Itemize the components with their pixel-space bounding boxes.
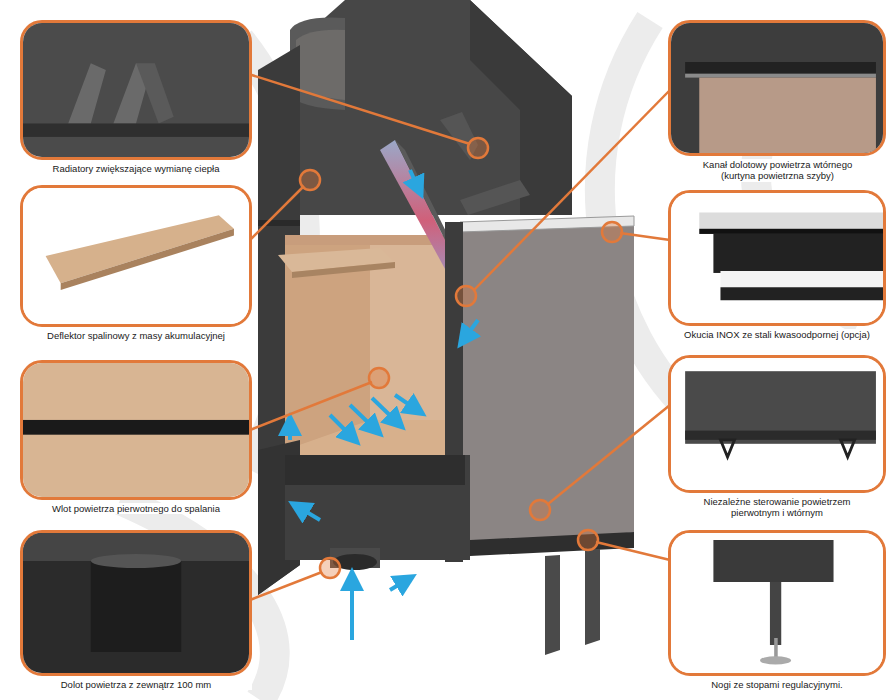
detail-callout: Nogi ze stopami regulacyjnymi. (668, 530, 886, 690)
caption: Okucia INOX ze stali kwasoodpornej (opcj… (668, 329, 886, 340)
detail-image (23, 188, 249, 324)
detail-callout: Wlot powietrza pierwotnego do spalania (20, 360, 252, 514)
detail-callout: Okucia INOX ze stali kwasoodpornej (opcj… (668, 190, 886, 340)
caption: Wlot powietrza pierwotnego do spalania (20, 503, 252, 514)
caption: Radiatory zwiększające wymianę ciepła (20, 163, 252, 174)
detail-callout: Kanał dolotowy powietrza wtórnego (kurty… (668, 20, 886, 182)
caption: Dolot powietrza z zewnątrz 100 mm (20, 679, 252, 690)
detail-frame (20, 530, 252, 676)
detail-image (671, 193, 883, 323)
detail-frame (20, 20, 252, 160)
detail-frame (20, 360, 252, 500)
caption: Deflektor spalinowy z masy akumulacyjnej (20, 330, 252, 341)
detail-image (23, 363, 249, 497)
detail-callout: Deflektor spalinowy z masy akumulacyjnej (20, 185, 252, 341)
detail-frame (668, 530, 886, 676)
detail-image (671, 358, 883, 490)
detail-image (671, 533, 883, 673)
detail-callout: Niezależne sterowanie powietrzem pierwot… (668, 355, 886, 519)
caption: Nogi ze stopami regulacyjnymi. (668, 679, 886, 690)
caption: Kanał dolotowy powietrza wtórnego (kurty… (690, 159, 865, 182)
detail-image (23, 23, 249, 157)
detail-image (671, 23, 883, 153)
detail-marker (300, 138, 622, 578)
detail-frame (668, 190, 886, 326)
detail-callout: Radiatory zwiększające wymianę ciepła (20, 20, 252, 174)
leader-line (236, 70, 670, 600)
detail-callout: Dolot powietrza z zewnątrz 100 mm (20, 530, 252, 690)
detail-frame (668, 355, 886, 493)
caption: Niezależne sterowanie powietrzem pierwot… (692, 496, 862, 519)
detail-frame (20, 185, 252, 327)
detail-frame (668, 20, 886, 156)
detail-image (23, 533, 249, 673)
